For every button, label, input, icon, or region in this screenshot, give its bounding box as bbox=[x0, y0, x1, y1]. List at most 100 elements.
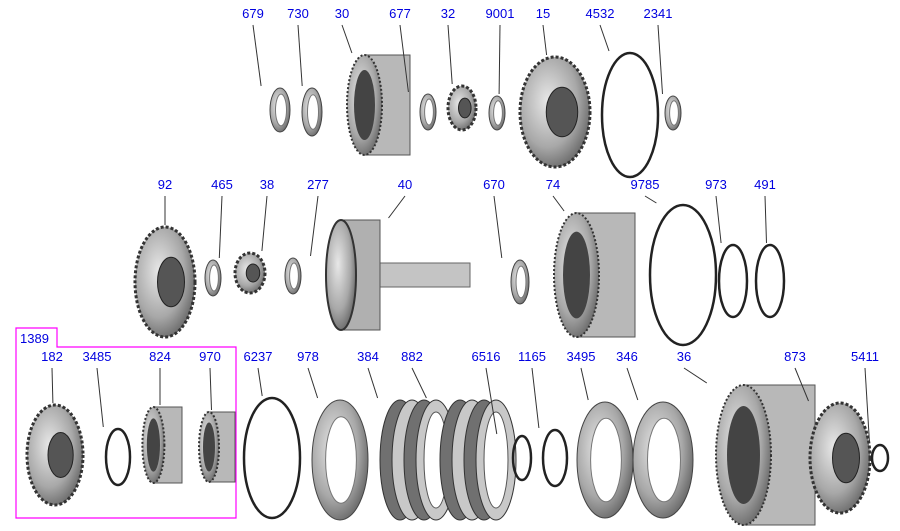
part-679[interactable] bbox=[269, 87, 291, 133]
leader-line-40 bbox=[388, 195, 406, 219]
part-32[interactable] bbox=[446, 84, 478, 132]
leader-line-465 bbox=[218, 195, 223, 259]
part-label-30[interactable]: 30 bbox=[334, 6, 350, 21]
part-label-465[interactable]: 465 bbox=[211, 177, 233, 192]
leader-line-4532 bbox=[599, 24, 610, 52]
part-873[interactable] bbox=[808, 401, 872, 515]
part-label-384[interactable]: 384 bbox=[357, 349, 379, 364]
part-label-15[interactable]: 15 bbox=[535, 6, 551, 21]
leader-line-6237 bbox=[257, 367, 263, 397]
leader-line-5411 bbox=[864, 367, 870, 444]
part-label-6516[interactable]: 6516 bbox=[471, 349, 501, 364]
leader-line-3495 bbox=[580, 367, 589, 401]
part-label-36[interactable]: 36 bbox=[676, 349, 692, 364]
part-label-3485[interactable]: 3485 bbox=[82, 349, 112, 364]
leader-line-277 bbox=[310, 195, 319, 257]
leader-line-670 bbox=[493, 195, 503, 259]
part-38[interactable] bbox=[233, 251, 267, 295]
leader-line-1165 bbox=[531, 367, 540, 429]
leader-line-730 bbox=[297, 24, 303, 87]
part-label-824[interactable]: 824 bbox=[149, 349, 171, 364]
part-label-9001[interactable]: 9001 bbox=[485, 6, 515, 21]
part-1165[interactable] bbox=[541, 428, 569, 488]
part-label-873[interactable]: 873 bbox=[784, 349, 806, 364]
part-label-92[interactable]: 92 bbox=[157, 177, 173, 192]
part-491[interactable] bbox=[754, 243, 786, 319]
part-label-346[interactable]: 346 bbox=[616, 349, 638, 364]
leader-line-973 bbox=[715, 195, 722, 244]
part-label-32[interactable]: 32 bbox=[440, 6, 456, 21]
part-label-978[interactable]: 978 bbox=[297, 349, 319, 364]
part-465[interactable] bbox=[204, 259, 222, 297]
part-6237[interactable] bbox=[242, 396, 302, 520]
leader-line-182 bbox=[51, 367, 54, 404]
leader-line-2341 bbox=[657, 24, 663, 95]
part-label-679[interactable]: 679 bbox=[242, 6, 264, 21]
part-3485[interactable] bbox=[104, 427, 132, 487]
leader-line-873 bbox=[794, 367, 809, 402]
leader-line-32 bbox=[447, 24, 453, 85]
part-677[interactable] bbox=[419, 93, 437, 131]
part-882[interactable] bbox=[439, 399, 517, 521]
leader-line-882 bbox=[411, 367, 427, 399]
part-label-970[interactable]: 970 bbox=[199, 349, 221, 364]
part-label-40[interactable]: 40 bbox=[397, 177, 413, 192]
group-label-1389[interactable]: 1389 bbox=[20, 331, 49, 346]
leader-line-970 bbox=[209, 367, 212, 411]
part-9785[interactable] bbox=[648, 203, 718, 347]
leader-line-9001 bbox=[498, 24, 501, 95]
leader-line-38 bbox=[261, 195, 268, 252]
part-5411[interactable] bbox=[870, 443, 890, 473]
part-label-3495[interactable]: 3495 bbox=[566, 349, 596, 364]
part-label-973[interactable]: 973 bbox=[705, 177, 727, 192]
part-36[interactable] bbox=[715, 384, 816, 526]
part-6516[interactable] bbox=[511, 434, 533, 482]
part-15[interactable] bbox=[518, 55, 592, 169]
part-label-182[interactable]: 182 bbox=[41, 349, 63, 364]
group-box-1389 bbox=[15, 327, 237, 519]
part-9001[interactable] bbox=[488, 95, 506, 131]
leader-line-3485 bbox=[96, 367, 104, 428]
leader-line-491 bbox=[764, 195, 767, 244]
part-92[interactable] bbox=[133, 225, 197, 339]
leader-line-677 bbox=[399, 24, 409, 93]
leader-line-74 bbox=[552, 195, 565, 212]
part-label-9785[interactable]: 9785 bbox=[630, 177, 660, 192]
leader-line-346 bbox=[626, 367, 639, 401]
part-label-6237[interactable]: 6237 bbox=[243, 349, 273, 364]
part-30[interactable] bbox=[346, 54, 411, 156]
part-40[interactable] bbox=[325, 219, 471, 331]
part-label-882[interactable]: 882 bbox=[401, 349, 423, 364]
leader-line-679 bbox=[252, 24, 262, 87]
part-label-5411[interactable]: 5411 bbox=[851, 349, 879, 364]
part-label-730[interactable]: 730 bbox=[287, 6, 309, 21]
leader-line-384 bbox=[367, 367, 379, 399]
part-277[interactable] bbox=[284, 257, 302, 295]
part-label-38[interactable]: 38 bbox=[259, 177, 275, 192]
leader-line-30 bbox=[341, 24, 353, 54]
part-label-491[interactable]: 491 bbox=[754, 177, 776, 192]
part-label-670[interactable]: 670 bbox=[483, 177, 505, 192]
part-label-1165[interactable]: 1165 bbox=[518, 349, 546, 364]
part-label-677[interactable]: 677 bbox=[389, 6, 411, 21]
part-978[interactable] bbox=[311, 399, 369, 521]
leader-line-36 bbox=[683, 367, 708, 384]
part-2341[interactable] bbox=[664, 95, 682, 131]
part-label-2341[interactable]: 2341 bbox=[643, 6, 673, 21]
part-label-277[interactable]: 277 bbox=[307, 177, 329, 192]
part-74[interactable] bbox=[553, 212, 636, 338]
part-970[interactable] bbox=[198, 411, 236, 483]
part-670[interactable] bbox=[510, 259, 530, 305]
part-346[interactable] bbox=[632, 401, 694, 519]
part-4532[interactable] bbox=[600, 51, 660, 179]
part-824[interactable] bbox=[141, 406, 183, 484]
part-182[interactable] bbox=[25, 403, 85, 507]
part-label-74[interactable]: 74 bbox=[545, 177, 561, 192]
leader-line-6516 bbox=[485, 367, 498, 435]
part-3495[interactable] bbox=[576, 401, 634, 519]
part-label-4532[interactable]: 4532 bbox=[585, 6, 615, 21]
part-730[interactable] bbox=[301, 87, 323, 137]
part-973[interactable] bbox=[717, 243, 749, 319]
